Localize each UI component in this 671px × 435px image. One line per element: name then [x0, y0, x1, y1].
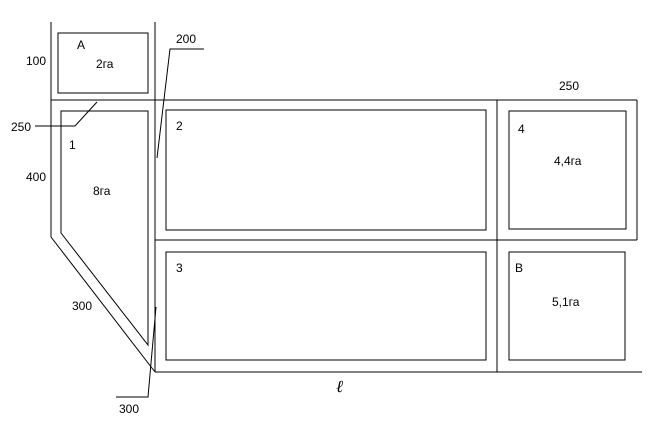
- diagonal-road-line: [50, 236, 156, 373]
- plot-b-label: В: [515, 261, 523, 275]
- dimension-100: 100: [26, 54, 46, 68]
- dimension-250-top: 250: [559, 79, 579, 93]
- plot-2-label: 2: [176, 119, 183, 133]
- plot-3: 3: [165, 251, 487, 361]
- road-lines: [50, 22, 642, 373]
- leader-lines: [35, 48, 204, 398]
- plot-3-border: [165, 251, 487, 361]
- plot-4-border: [508, 110, 627, 230]
- plot-b-area: 5,1га: [552, 295, 580, 309]
- plot-2-border: [165, 109, 487, 231]
- dimension-400: 400: [26, 170, 46, 184]
- length-axis-label: ℓ: [336, 377, 343, 396]
- plot-a: А 2га: [57, 32, 149, 94]
- plot-b: В 5,1га: [508, 251, 626, 361]
- plot-1: 1 8га: [60, 110, 149, 347]
- plot-3-label: 3: [176, 261, 183, 275]
- plot-b-border: [508, 251, 626, 361]
- plot-1-area: 8га: [93, 184, 111, 198]
- plot-2: 2: [165, 109, 487, 231]
- dimension-300-bottom: 300: [119, 402, 139, 416]
- leader-200: [156, 48, 204, 159]
- dimension-300-diagonal: 300: [72, 299, 92, 313]
- plot-a-label: А: [77, 38, 85, 52]
- plot-4-area: 4,4га: [554, 154, 582, 168]
- plot-1-label: 1: [69, 138, 76, 152]
- dimension-250-left: 250: [11, 120, 31, 134]
- plot-a-area: 2га: [96, 57, 114, 71]
- plot-4-label: 4: [518, 122, 525, 136]
- plot-4: 4 4,4га: [508, 110, 627, 230]
- leader-250-left: [35, 101, 98, 127]
- plot-1-border: [60, 110, 149, 347]
- plot-a-border: [57, 32, 149, 94]
- leader-300-bottom: [116, 306, 157, 398]
- dimension-200: 200: [176, 32, 196, 46]
- dimension-labels: 100 250 400 300 300 200 250: [11, 32, 579, 416]
